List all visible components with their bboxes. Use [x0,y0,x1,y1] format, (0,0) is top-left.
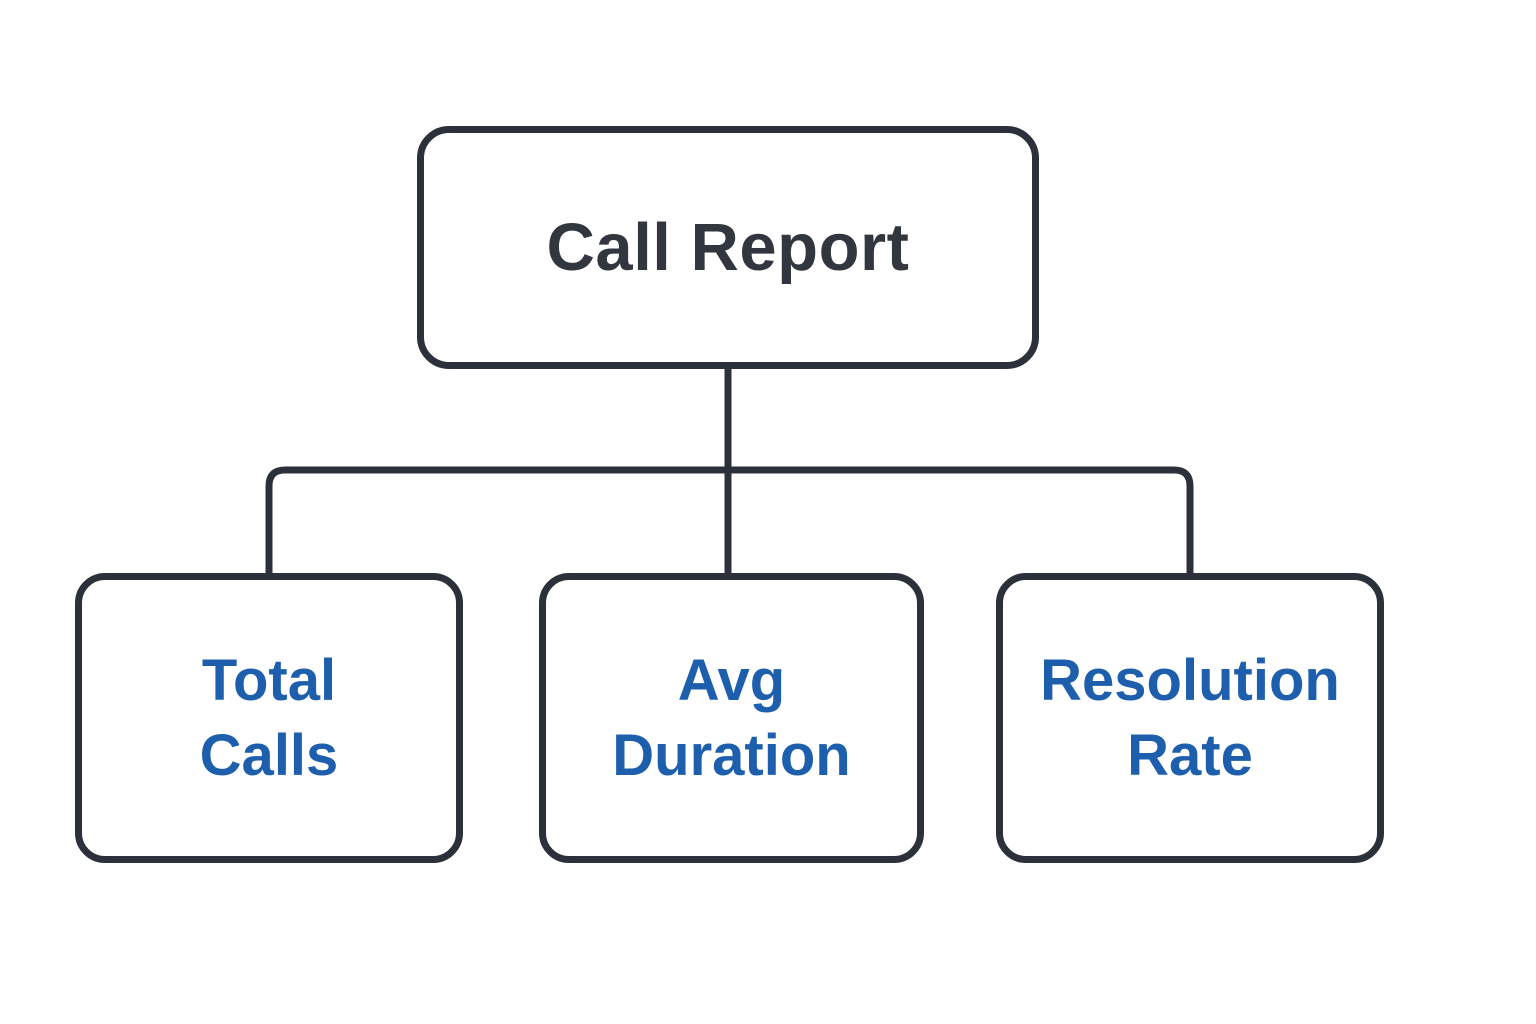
node-resolution-rate: Resolution Rate [996,573,1384,863]
node-total-calls-label: Total Calls [199,647,339,788]
node-call-report-label: Call Report [546,210,910,285]
node-resolution-rate-label: Resolution Rate [1040,647,1340,788]
node-total-calls: Total Calls [75,573,463,863]
node-avg-duration-label: Avg Duration [612,647,851,788]
node-avg-duration: Avg Duration [539,573,924,863]
connector-root-to-resolution-rate [728,466,1194,575]
node-call-report: Call Report [417,126,1039,369]
connector-root-to-total-calls [265,466,728,575]
